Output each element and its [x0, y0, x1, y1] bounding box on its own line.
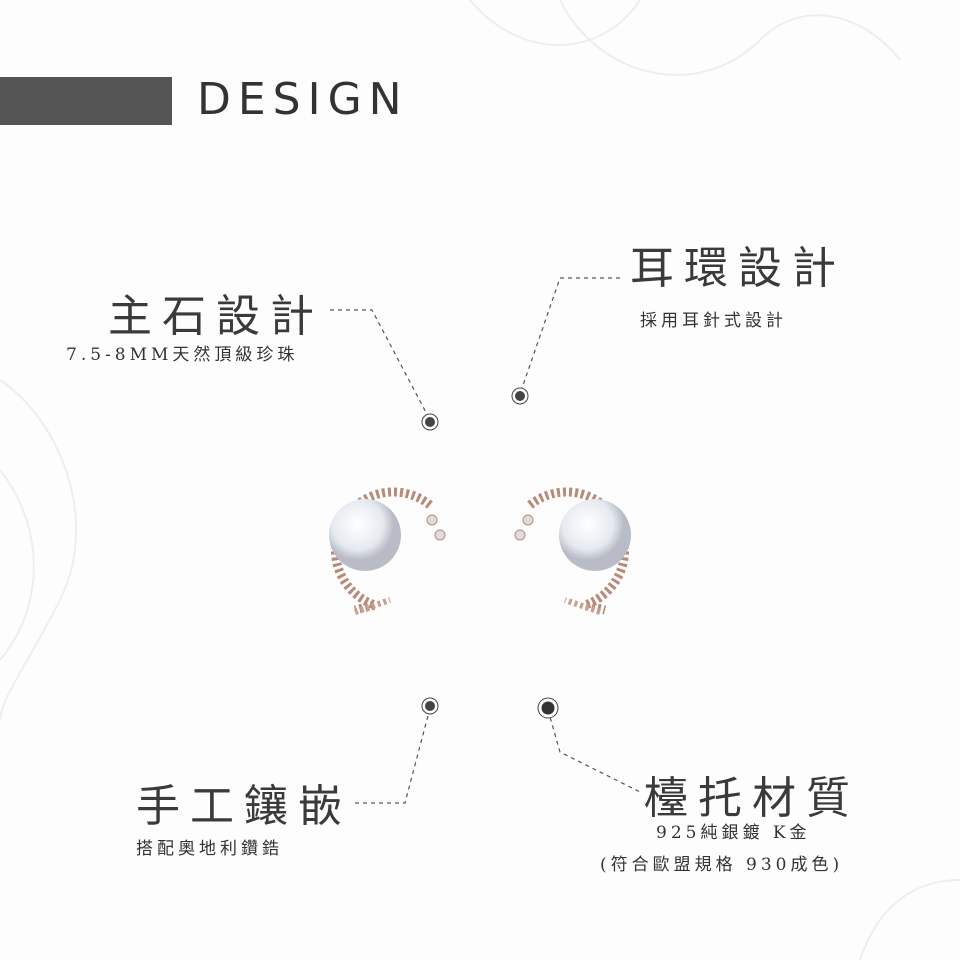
feature-title-main-stone: 主石設計: [108, 291, 324, 342]
feature-desc-material-note: (符合歐盟規格 930成色): [600, 855, 844, 875]
callout-dot: [421, 413, 439, 431]
feature-title-earring: 耳環設計: [630, 243, 846, 294]
feature-title-material: 檯托材質: [644, 773, 860, 824]
feature-desc-earring: 採用耳針式設計: [640, 311, 787, 331]
header-accent-bar: [0, 77, 172, 125]
right-earring: [514, 487, 631, 615]
callout-dot: [511, 387, 529, 405]
callout-dot: [421, 697, 439, 715]
left-earring: [329, 487, 446, 615]
callout-dot: [537, 697, 559, 719]
feature-desc-handset: 搭配奧地利鑽鋯: [136, 839, 283, 859]
page-title: DESIGN: [197, 74, 409, 125]
feature-title-handset: 手工鑲嵌: [136, 781, 352, 832]
feature-desc-material: 925純銀鍍 K金: [656, 823, 811, 843]
feature-desc-main-stone: 7.5-8MM天然頂級珍珠: [66, 345, 299, 365]
